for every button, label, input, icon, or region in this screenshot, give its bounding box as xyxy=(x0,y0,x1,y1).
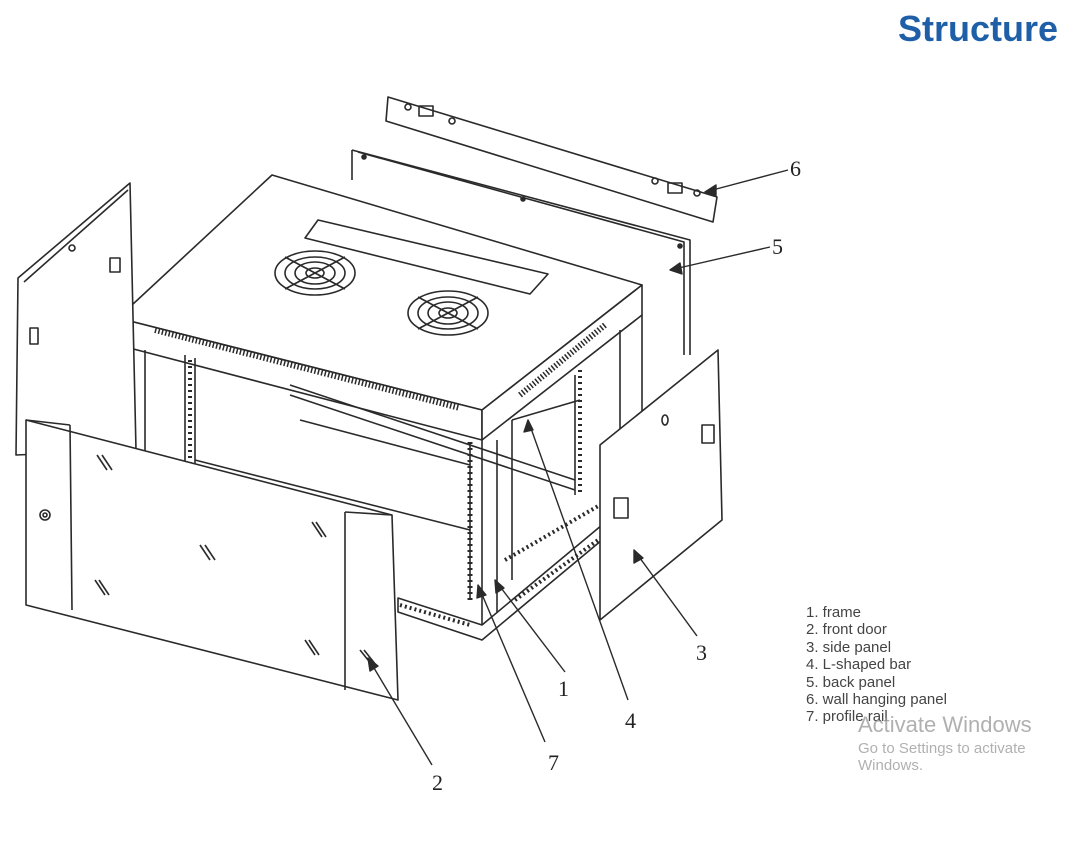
frame-body xyxy=(127,315,643,641)
callout-1: 1 xyxy=(558,676,569,701)
page-title: Structure xyxy=(897,8,1058,49)
fan-left xyxy=(274,250,356,296)
legend-item: 1. frame xyxy=(806,604,862,621)
callout-5: 5 xyxy=(772,234,783,259)
right-side-panel xyxy=(599,349,723,621)
legend-item: 7. profile rail xyxy=(806,708,888,726)
legend-item: 4. L-shaped bar xyxy=(806,656,912,674)
legend-item: 2. front door xyxy=(806,621,887,639)
parts-legend: 1. frame 2. front door 3. side panel 4. … xyxy=(806,604,947,726)
callout-4: 4 xyxy=(625,708,636,733)
legend-item: 5. back panel xyxy=(806,673,896,691)
callout-labels: 1 2 3 4 5 6 7 xyxy=(432,156,801,795)
callout-2: 2 xyxy=(432,770,443,795)
fan-right xyxy=(407,290,489,336)
legend-item: 6. wall hanging panel xyxy=(806,691,947,709)
frame-top xyxy=(117,174,643,441)
leader-lines xyxy=(367,169,789,766)
callout-6: 6 xyxy=(790,156,801,181)
wall-hanging-panel xyxy=(385,96,718,223)
legend-item: 3. side panel xyxy=(806,638,892,656)
callout-3: 3 xyxy=(696,640,707,665)
back-panel xyxy=(351,149,691,355)
front-door xyxy=(25,419,399,701)
left-side-panel xyxy=(15,182,137,456)
callout-7: 7 xyxy=(548,750,559,775)
